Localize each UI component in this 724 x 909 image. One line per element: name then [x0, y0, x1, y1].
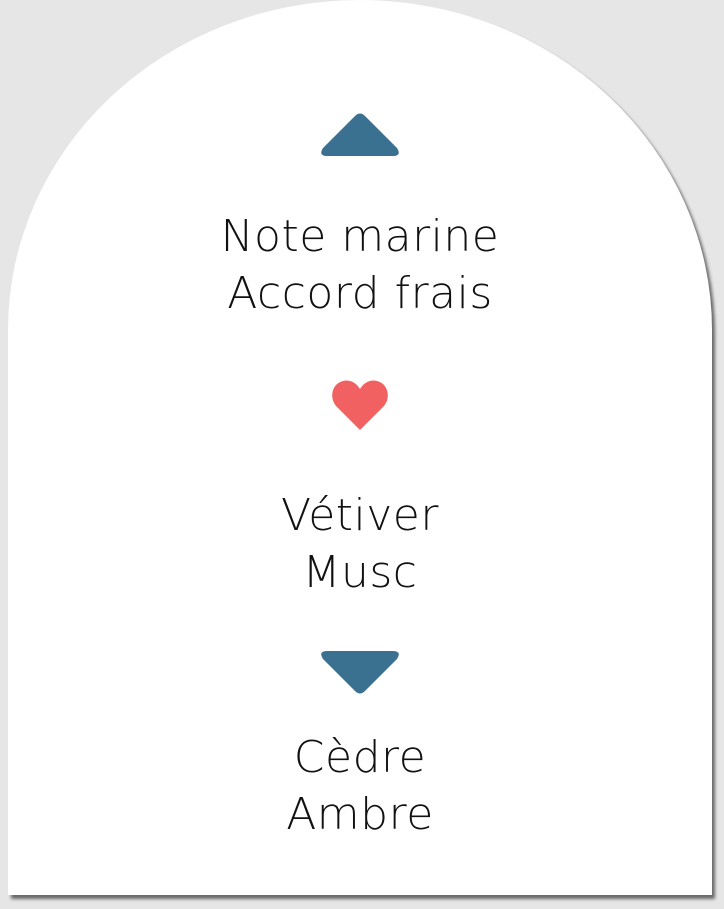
- base-notes: Cèdre Ambre: [8, 729, 712, 843]
- top-notes: Note marine Accord frais: [8, 208, 712, 322]
- heart-note-2: Musc: [302, 547, 418, 598]
- fragrance-notes-card: Note marine Accord frais Vétiver Musc Cè…: [8, 0, 712, 895]
- top-note-1: Note marine: [220, 211, 500, 262]
- top-note-2: Accord frais: [227, 268, 493, 319]
- heart-notes: Vétiver Musc: [8, 487, 712, 601]
- triangle-up-icon: [321, 113, 399, 156]
- base-note-1: Cèdre: [293, 732, 427, 783]
- base-note-2: Ambre: [286, 789, 434, 840]
- triangle-down-icon: [321, 651, 399, 694]
- heart-icon: [332, 380, 388, 430]
- heart-note-1: Vétiver: [281, 490, 439, 541]
